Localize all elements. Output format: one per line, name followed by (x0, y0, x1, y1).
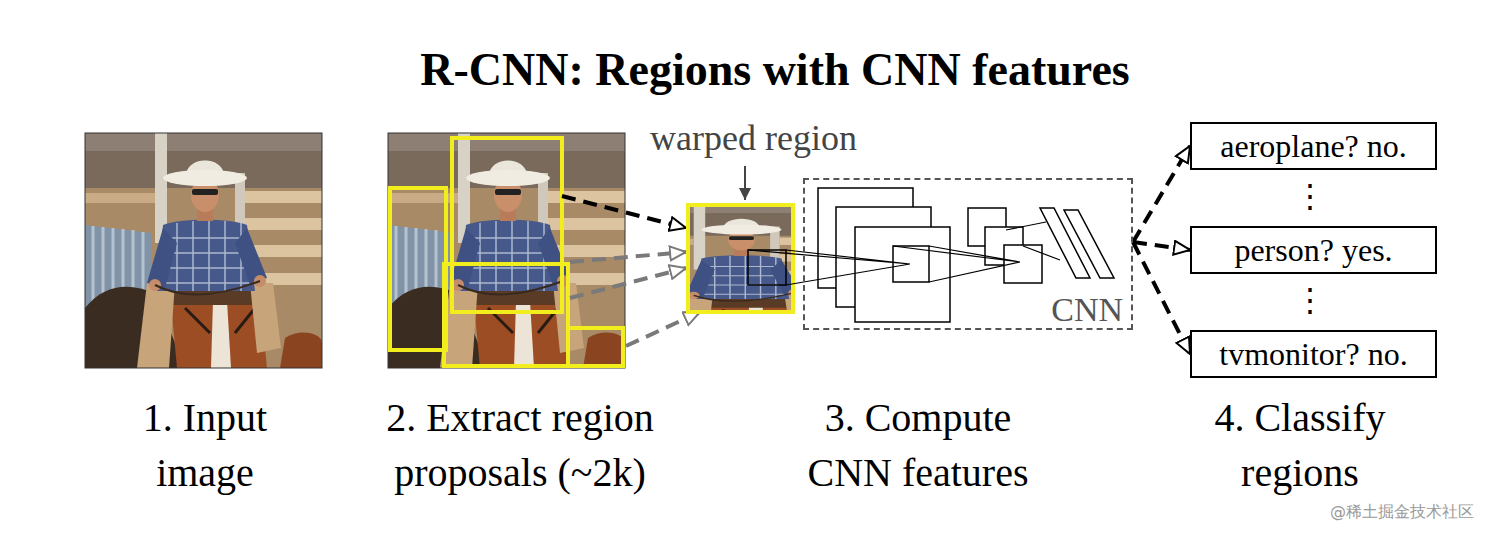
proposal-arrow (570, 268, 686, 298)
class-box: person? yes. (1190, 226, 1437, 274)
step-caption: 1. Input image (105, 390, 305, 500)
class-question: aeroplane? no. (1220, 128, 1407, 165)
class-question: person? yes. (1234, 232, 1392, 269)
photo-frame (85, 133, 322, 368)
conv-window (893, 246, 929, 282)
proposal-arrow (626, 312, 700, 346)
class-box: aeroplane? no. (1190, 122, 1437, 170)
diagram-title: R-CNN: Regions with CNN features (40, 44, 1510, 97)
input-photo (85, 133, 322, 368)
photo-frame (388, 133, 625, 368)
step-caption: 2. Extract region proposals (~2k) (350, 390, 690, 500)
proposal-box (390, 188, 446, 350)
proposal-arrow (562, 196, 686, 228)
proposal-box (452, 138, 562, 312)
class-question: tvmonitor? no. (1219, 336, 1407, 373)
dashed-arrow (1133, 146, 1190, 242)
conv-lines (748, 250, 910, 285)
ellipsis-dots: ⋮ (1290, 178, 1330, 215)
receptive-field (748, 250, 786, 285)
callout-label: warped region (650, 118, 910, 159)
step-caption: 4. Classify regions (1180, 390, 1420, 500)
conv-lines (893, 246, 1020, 282)
ellipsis-dots: ⋮ (1290, 282, 1330, 319)
fc-layer (1064, 210, 1114, 278)
warped-frame (688, 205, 793, 312)
proposal-box (444, 264, 568, 366)
proposal-arrow (570, 252, 686, 262)
dashed-arrow (1133, 242, 1190, 354)
proposal-box (568, 328, 623, 366)
cnn-box: CNN (803, 178, 1133, 330)
dashed-arrow (1133, 242, 1190, 250)
class-box: tvmonitor? no. (1190, 330, 1437, 378)
network-name: CNN (1051, 291, 1123, 328)
step-caption: 3. Compute CNN features (788, 390, 1048, 500)
watermark: @稀土掘金技术社区 (1330, 503, 1505, 521)
feature-map (855, 227, 950, 322)
proposal-photo (388, 133, 625, 368)
leader-arrow (744, 166, 746, 200)
